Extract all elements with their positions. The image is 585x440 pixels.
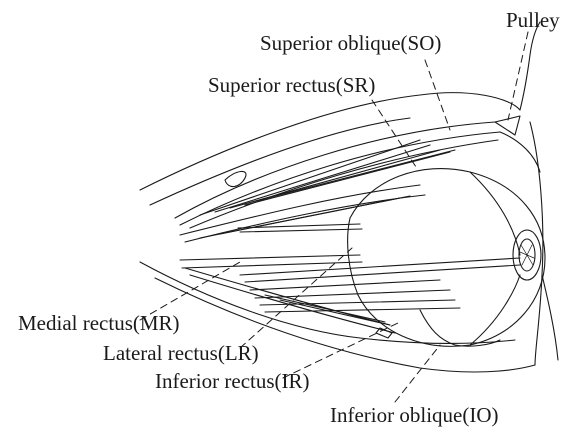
lateral-rectus-label: Lateral rectus(LR) (103, 343, 259, 364)
pulley-label: Pulley (506, 10, 560, 31)
inferior-oblique-label: Inferior oblique(IO) (330, 405, 499, 426)
inferior-muscles (185, 268, 500, 346)
horizontal-rectus-muscles (180, 224, 520, 312)
superior-oblique-label: Superior oblique(SO) (260, 33, 441, 54)
superior-oblique-muscle (175, 116, 540, 228)
superior-rectus-muscle (180, 185, 425, 242)
eyeball (348, 169, 545, 347)
inferior-rectus-label: Inferior rectus(IR) (155, 371, 310, 392)
superior-rectus-label: Superior rectus(SR) (208, 75, 375, 96)
medial-rectus-label: Medial rectus(MR) (18, 313, 180, 334)
